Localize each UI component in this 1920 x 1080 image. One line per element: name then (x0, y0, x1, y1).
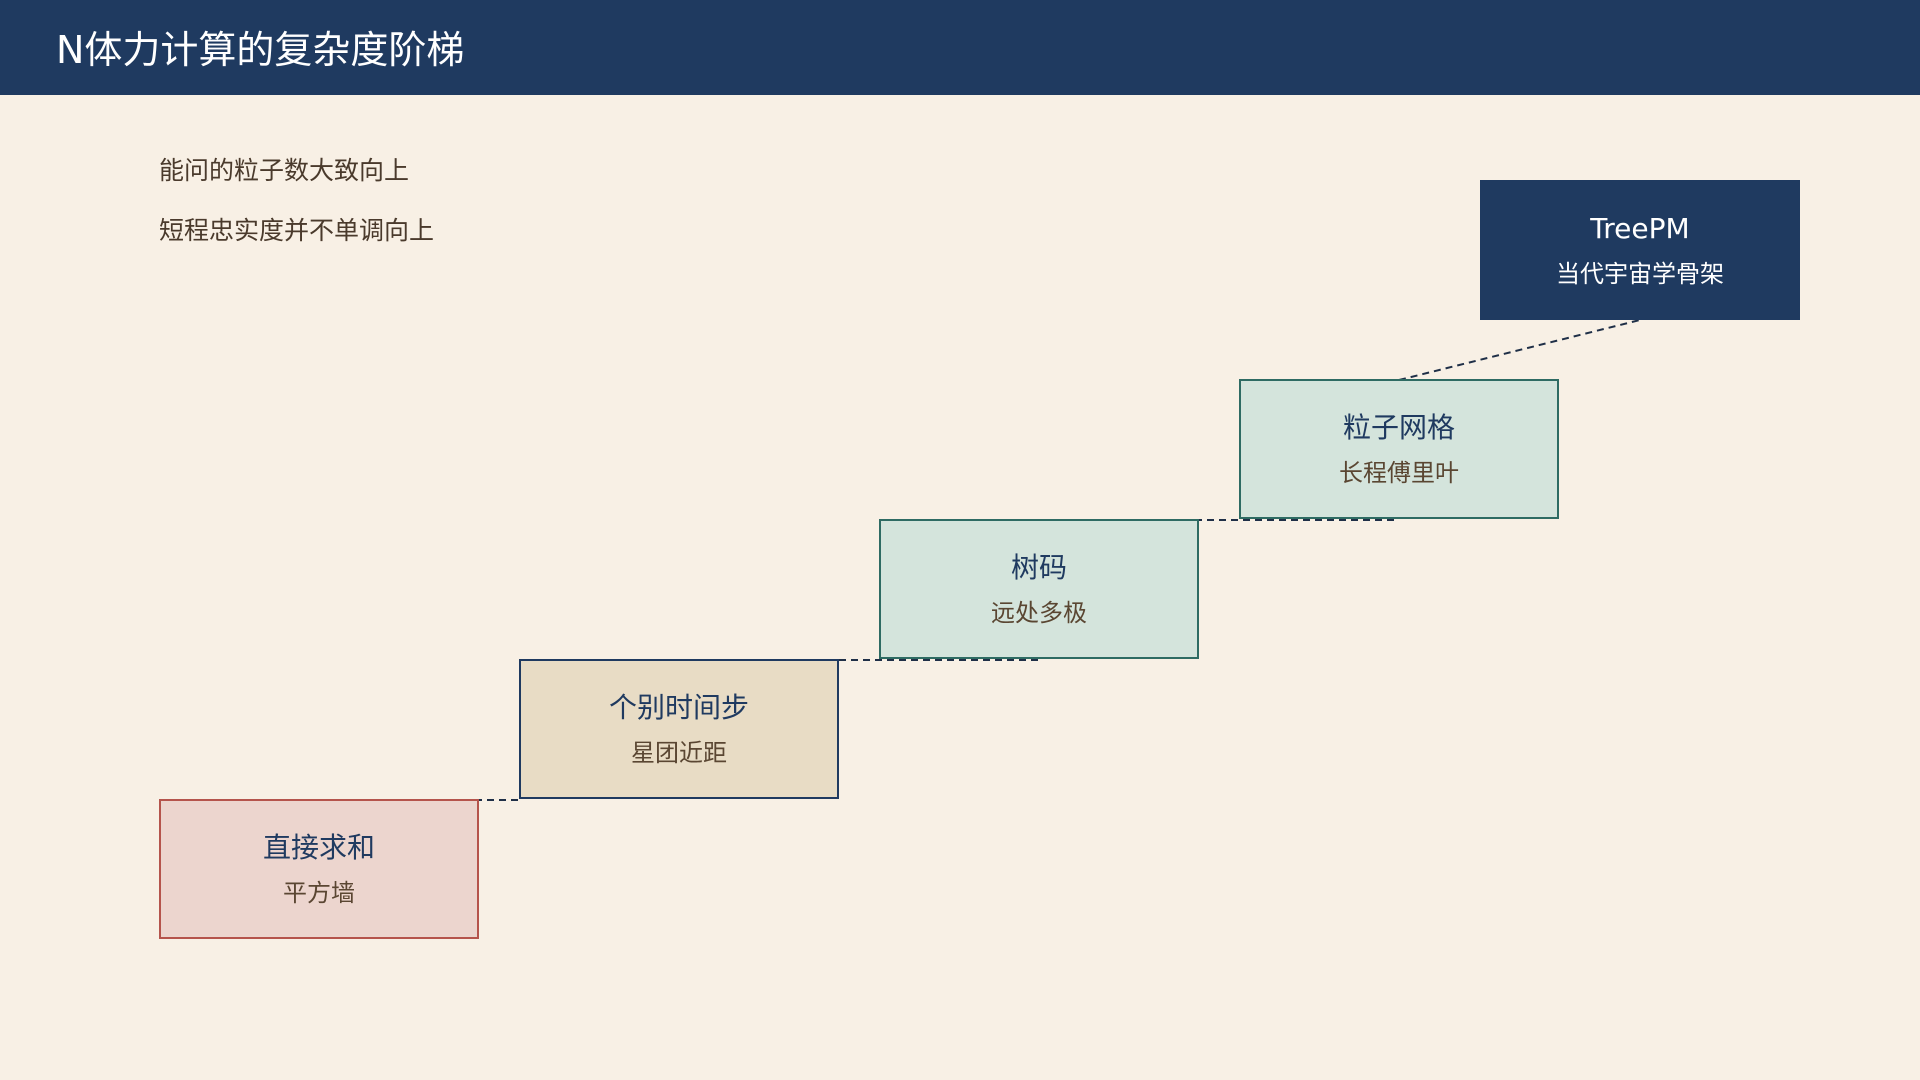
step-subtitle: 长程傅里叶 (1339, 459, 1459, 487)
step-title: 直接求和 (262, 831, 375, 864)
step-individual-timestep: 个别时间步 星团近距 (519, 659, 839, 799)
step-tree-code: 树码 远处多极 (879, 519, 1199, 659)
header-bar: N体力计算的复杂度阶梯 (0, 0, 1920, 95)
step-title: 粒子网格 (1342, 411, 1455, 444)
note-particle-count: 能问的粒子数大致向上 (159, 156, 410, 185)
step-title: 个别时间步 (608, 691, 749, 724)
step-subtitle: 平方墙 (283, 879, 355, 907)
step-subtitle: 远处多极 (991, 599, 1087, 627)
step-subtitle: 当代宇宙学骨架 (1556, 260, 1724, 288)
step-particle-mesh: 粒子网格 长程傅里叶 (1239, 379, 1559, 519)
page-title: N体力计算的复杂度阶梯 (56, 28, 465, 72)
note-short-range-fidelity: 短程忠实度并不单调向上 (159, 216, 435, 245)
step-direct-summation: 直接求和 平方墙 (159, 799, 479, 939)
step-title: 树码 (1010, 551, 1067, 584)
step-subtitle: 星团近距 (631, 739, 727, 767)
step-title: TreePM (1590, 212, 1690, 245)
connector-pm-to-treepm (1398, 319, 1641, 381)
step-treepm: TreePM 当代宇宙学骨架 (1480, 180, 1800, 320)
